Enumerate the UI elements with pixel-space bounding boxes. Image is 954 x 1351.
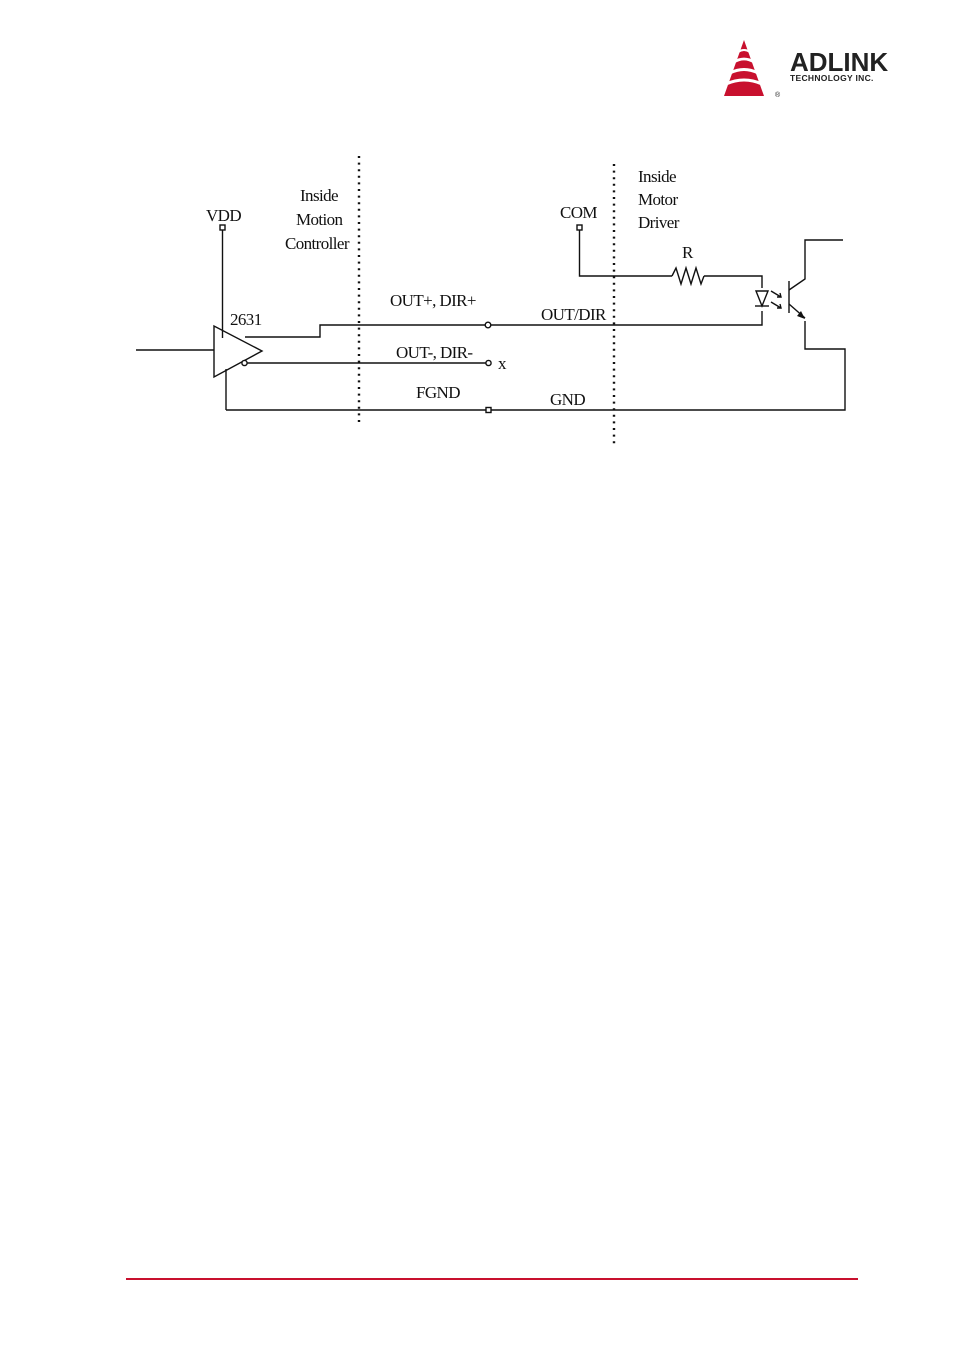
driver-label-line3: Driver bbox=[638, 213, 680, 232]
footer-rule bbox=[126, 1278, 858, 1280]
line-driver-2631 bbox=[214, 326, 262, 377]
no-connect-mark: x bbox=[498, 354, 507, 373]
com-to-led-wire bbox=[704, 276, 762, 288]
controller-label-line1: Inside bbox=[300, 186, 338, 205]
output-circuit-diagram: VDD 2631 Inside Motion Controller Inside… bbox=[0, 0, 954, 520]
com-label: COM bbox=[560, 203, 597, 222]
chip-label: 2631 bbox=[230, 310, 262, 329]
resistor-r bbox=[672, 268, 704, 284]
controller-label-line2: Motion bbox=[296, 210, 344, 229]
controller-label-line3: Controller bbox=[285, 234, 350, 253]
vdd-label: VDD bbox=[206, 206, 241, 225]
out-dir-wire bbox=[491, 311, 762, 325]
driver-label-line1: Inside bbox=[638, 167, 676, 186]
resistor-label: R bbox=[682, 243, 694, 262]
out-dir-label: OUT/DIR bbox=[541, 305, 607, 324]
optocoupler-phototransistor bbox=[789, 240, 843, 319]
gnd-label: GND bbox=[550, 390, 585, 409]
vdd-rail bbox=[220, 225, 225, 338]
optocoupler-led bbox=[755, 291, 781, 308]
out-plus-wire bbox=[245, 322, 491, 337]
fgnd-label: FGND bbox=[416, 383, 460, 402]
com-terminal bbox=[577, 225, 672, 276]
driver-label-line2: Motor bbox=[638, 190, 678, 209]
gnd-wire bbox=[491, 321, 845, 410]
out-dir-minus-label: OUT-, DIR- bbox=[396, 343, 473, 362]
out-dir-plus-label: OUT+, DIR+ bbox=[390, 291, 476, 310]
